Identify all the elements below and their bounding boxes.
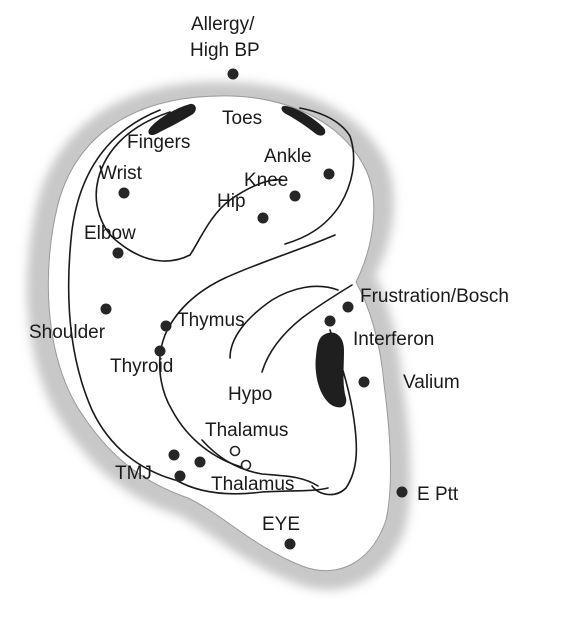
hip-point (258, 213, 269, 224)
interferon-point (325, 316, 336, 327)
wrist-point (119, 188, 130, 199)
elbow-label: Elbow (84, 223, 136, 244)
thyroid-point (155, 346, 166, 357)
elbow-point (113, 248, 124, 259)
thalamus-point-upper (231, 447, 240, 456)
valium-label: Valium (403, 372, 460, 393)
hypo-label: Hypo (228, 384, 272, 405)
thalamus-bottom-label: Thalamus (211, 474, 294, 495)
eye-label: EYE (262, 514, 300, 535)
eye-point (285, 539, 296, 550)
knee-point (290, 191, 301, 202)
e-ptt-label: E Ptt (417, 484, 459, 505)
wrist-label: Wrist (99, 163, 143, 184)
ankle-point (324, 169, 335, 180)
shoulder-point (101, 304, 112, 315)
knee-label: Knee (244, 170, 288, 191)
tmj-point-3 (175, 471, 186, 482)
hip-label: Hip (217, 191, 246, 212)
tmj-point-2 (195, 457, 206, 468)
toes-label: Toes (222, 108, 262, 129)
e-ptt-point (397, 487, 408, 498)
thalamus-point-lower (242, 461, 251, 470)
valium-point (359, 377, 370, 388)
tmj-point-1 (169, 450, 180, 461)
shoulder-label: Shoulder (29, 322, 106, 343)
interferon-label: Interferon (353, 329, 434, 350)
fingers-label: Fingers (127, 132, 190, 153)
thymus-label: Thymus (177, 310, 245, 331)
thyroid-label: Thyroid (110, 356, 173, 377)
ankle-label: Ankle (264, 146, 312, 167)
frustration-bosch-label: Frustration/Bosch (360, 286, 509, 307)
thalamus-top-label: Thalamus (205, 420, 288, 441)
tmj-label: TMJ (115, 463, 152, 484)
allergy-high-bp-point (228, 69, 239, 80)
thymus-point (161, 321, 172, 332)
allergy-label: Allergy/ (191, 14, 255, 35)
high-bp-label: High BP (190, 40, 260, 61)
frustration-bosch-point (343, 302, 354, 313)
